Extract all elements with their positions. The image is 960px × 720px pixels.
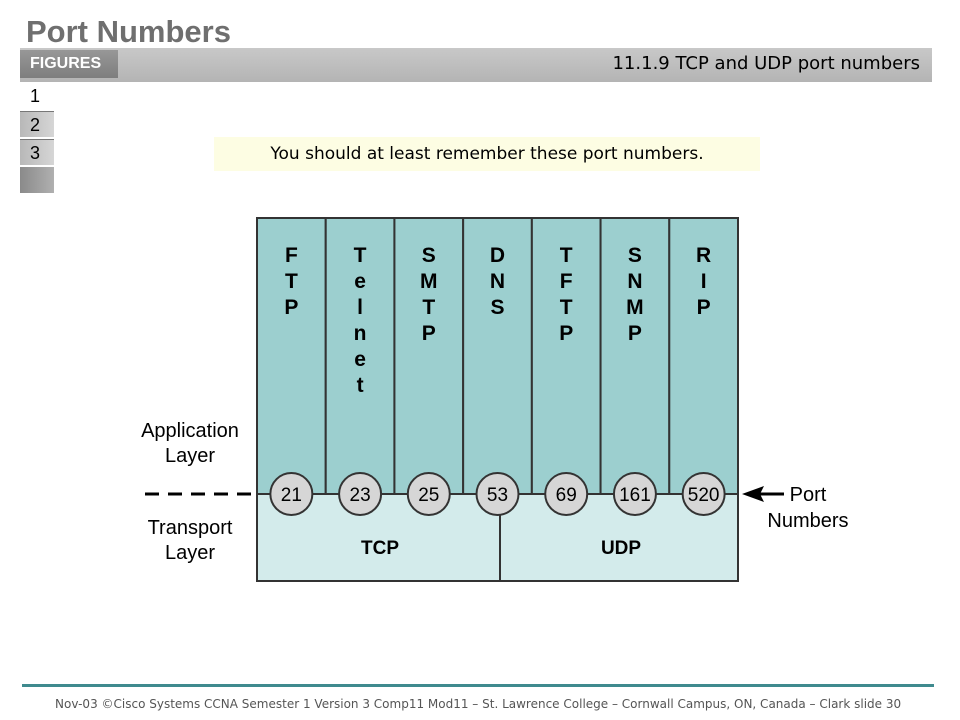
protocol-letter: P: [697, 296, 711, 319]
protocol-letter: P: [628, 322, 642, 345]
port-circle: [681, 472, 726, 516]
protocol-letter: P: [559, 322, 573, 345]
protocol-letter: R: [696, 244, 711, 267]
protocol-letter: N: [490, 270, 505, 293]
protocol-letter: D: [490, 244, 505, 267]
protocol-letter: S: [628, 244, 642, 267]
protocol-column: [599, 217, 671, 495]
protocol-letter: F: [285, 244, 298, 267]
protocol-column: [393, 217, 465, 495]
port-circle: [544, 472, 589, 516]
protocol-letter: S: [490, 296, 504, 319]
protocol-letter: t: [357, 374, 364, 397]
transport-layer-line1: Transport: [148, 517, 233, 539]
protocol-letter: N: [627, 270, 642, 293]
protocol-letter: l: [357, 296, 363, 319]
section-title: 11.1.9 TCP and UDP port numbers: [612, 53, 920, 74]
port-numbers-line1: Port: [790, 484, 827, 506]
protocol-letter: T: [560, 244, 573, 267]
protocol-letter: F: [560, 270, 573, 293]
port-number-label: 21: [281, 485, 302, 506]
figure-tab-blank: [20, 167, 54, 193]
port-number-label: 53: [487, 485, 508, 506]
protocol-letter: S: [422, 244, 436, 267]
protocol-letter: e: [354, 270, 366, 293]
port-circle: [475, 472, 520, 516]
protocol-letter: T: [560, 296, 573, 319]
port-circle: [612, 472, 657, 516]
note-callout: You should at least remember these port …: [214, 137, 760, 171]
protocol-column: [324, 217, 396, 495]
figures-label: FIGURES: [20, 50, 118, 78]
protocol-letter: P: [422, 322, 436, 345]
udp-label: UDP: [601, 538, 641, 559]
port-numbers-line2: Numbers: [767, 510, 848, 532]
protocol-column: [668, 217, 739, 495]
transport-layer-line2: Layer: [165, 542, 215, 564]
protocol-column: [462, 217, 533, 495]
application-layer-line1: Application: [141, 420, 239, 442]
port-number-label: 23: [350, 485, 371, 506]
port-circle: [406, 472, 451, 516]
protocol-letter: e: [354, 348, 366, 371]
protocol-letter: T: [422, 296, 435, 319]
protocol-letter: T: [354, 244, 367, 267]
header-bar: [20, 48, 932, 82]
port-number-label: 25: [418, 485, 439, 506]
protocol-letter: M: [420, 270, 438, 293]
protocol-letter: T: [285, 270, 298, 293]
protocol-letter: M: [626, 296, 644, 319]
tcp-label: TCP: [361, 538, 399, 559]
protocol-letter: I: [701, 270, 707, 293]
port-number-label: 520: [688, 485, 720, 506]
application-layer-line2: Layer: [165, 445, 215, 467]
footer-divider: [22, 684, 934, 687]
port-circle: [269, 472, 314, 516]
protocol-column: [256, 217, 327, 495]
footer-text: Nov-03 ©Cisco Systems CCNA Semester 1 Ve…: [55, 697, 902, 711]
slide-title: Port Numbers: [26, 14, 231, 49]
protocol-letter: n: [354, 322, 367, 345]
protocol-letter: P: [284, 296, 298, 319]
port-circle: [338, 472, 383, 516]
figure-tab-1[interactable]: 1: [20, 83, 54, 109]
port-number-label: 69: [556, 485, 577, 506]
port-numbers-arrow: [742, 486, 784, 502]
figure-tab-2[interactable]: 2: [20, 111, 54, 137]
figure-tab-3[interactable]: 3: [20, 139, 54, 165]
port-number-label: 161: [619, 485, 651, 506]
